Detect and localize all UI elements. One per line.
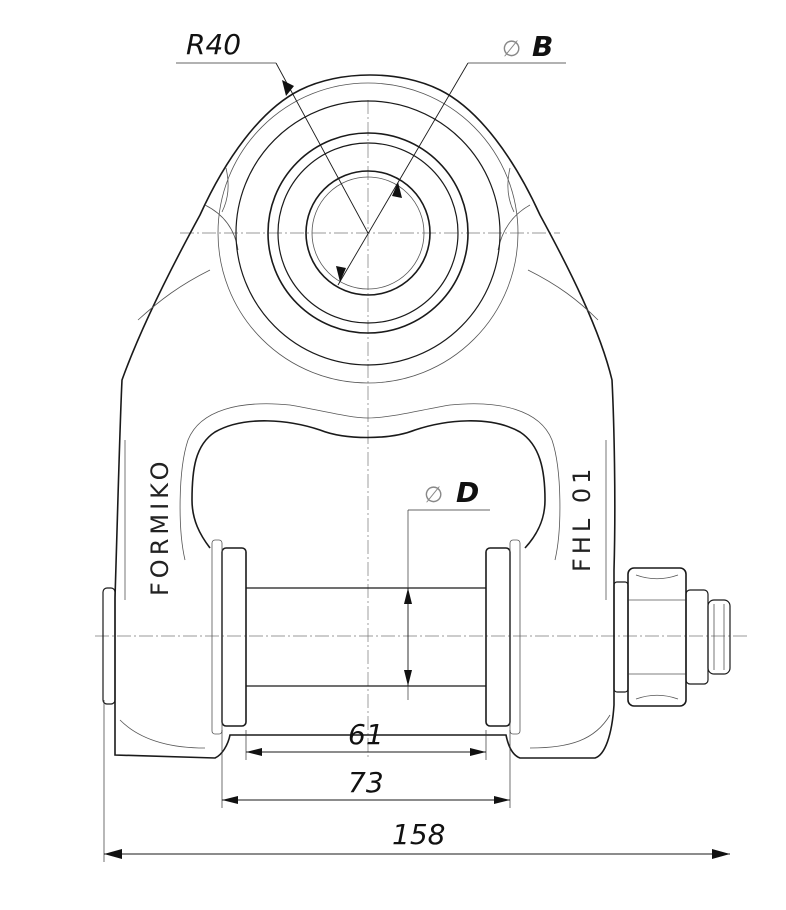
dimension-158: 158 bbox=[392, 818, 445, 851]
model-marking: FHL 01 bbox=[568, 465, 596, 572]
markings: FORMIKO FHL 01 bbox=[146, 458, 596, 596]
dimension-lines bbox=[104, 62, 730, 859]
extension-lines bbox=[103, 62, 566, 862]
pin-assembly bbox=[102, 539, 731, 735]
labels: R40 ∅ B ∅ D 61 73 158 bbox=[186, 28, 553, 851]
radius-label: R40 bbox=[186, 28, 241, 61]
centerlines bbox=[95, 100, 750, 760]
shackle-body bbox=[114, 74, 616, 759]
bore-diameter-symbol: ∅ bbox=[502, 37, 521, 62]
dimension-73: 73 bbox=[348, 766, 384, 799]
pin-label: D bbox=[456, 476, 479, 509]
brand-marking: FORMIKO bbox=[146, 458, 174, 596]
bore-label: B bbox=[532, 30, 553, 63]
bore-hub bbox=[217, 82, 519, 384]
pin-diameter-symbol: ∅ bbox=[424, 483, 443, 508]
dimension-61: 61 bbox=[348, 718, 384, 751]
